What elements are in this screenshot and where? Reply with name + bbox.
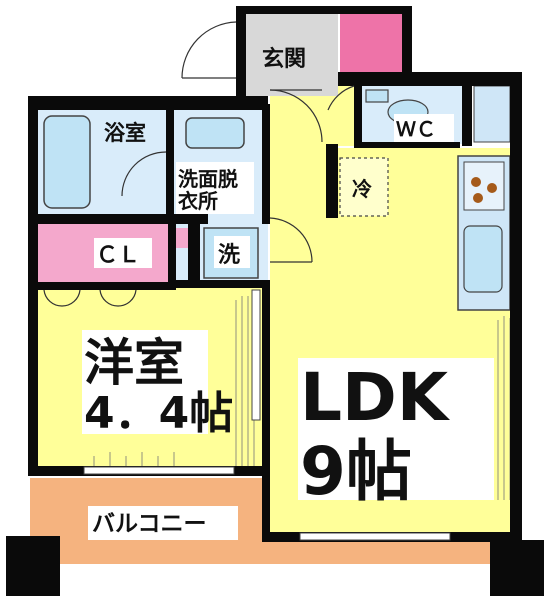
wash-basin bbox=[185, 117, 245, 149]
bath-label: 浴室 bbox=[104, 121, 146, 145]
wc-tank bbox=[365, 89, 389, 103]
door-swings bbox=[43, 21, 355, 307]
balcony-label-bg bbox=[88, 506, 238, 540]
burner-2 bbox=[487, 183, 497, 193]
wc-label: ＷＣ bbox=[396, 117, 436, 141]
entrance-label-bg bbox=[256, 40, 318, 74]
western-room-size: 4．4帖 bbox=[84, 388, 233, 439]
entrance-label: 玄関 bbox=[262, 46, 306, 72]
closet-strip bbox=[176, 228, 188, 248]
cooktop bbox=[463, 161, 505, 211]
closet-label-bg bbox=[94, 238, 152, 268]
shoe-box bbox=[340, 14, 402, 72]
kitchen-sink bbox=[463, 225, 503, 293]
closet-label: ＣＬ bbox=[96, 243, 140, 268]
washer-label: 洗 bbox=[218, 243, 240, 268]
western-room-name: 洋室 bbox=[84, 334, 184, 392]
burner-1 bbox=[471, 177, 481, 187]
storage-niche bbox=[473, 85, 511, 143]
balcony-label: バルコニー bbox=[92, 511, 207, 537]
bathtub bbox=[43, 115, 91, 209]
washer-label-bg bbox=[214, 236, 250, 268]
burner-3 bbox=[473, 193, 483, 203]
wc-label-bg bbox=[394, 114, 454, 142]
corridor-floor bbox=[270, 84, 360, 214]
fridge-space bbox=[339, 157, 389, 217]
ldk-size: 9帖 bbox=[300, 433, 412, 510]
western-label-bg bbox=[82, 330, 208, 434]
bath-label-bg bbox=[102, 118, 160, 146]
washroom-label-2: 衣所 bbox=[178, 189, 218, 213]
washroom-label-bg bbox=[176, 162, 254, 214]
ldk-name: LDK bbox=[300, 359, 451, 436]
windows bbox=[83, 289, 451, 541]
washroom-label-1: 洗面脱 bbox=[178, 167, 238, 191]
fridge-label: 冷 bbox=[352, 177, 372, 201]
ldk-label-bg bbox=[298, 358, 494, 500]
